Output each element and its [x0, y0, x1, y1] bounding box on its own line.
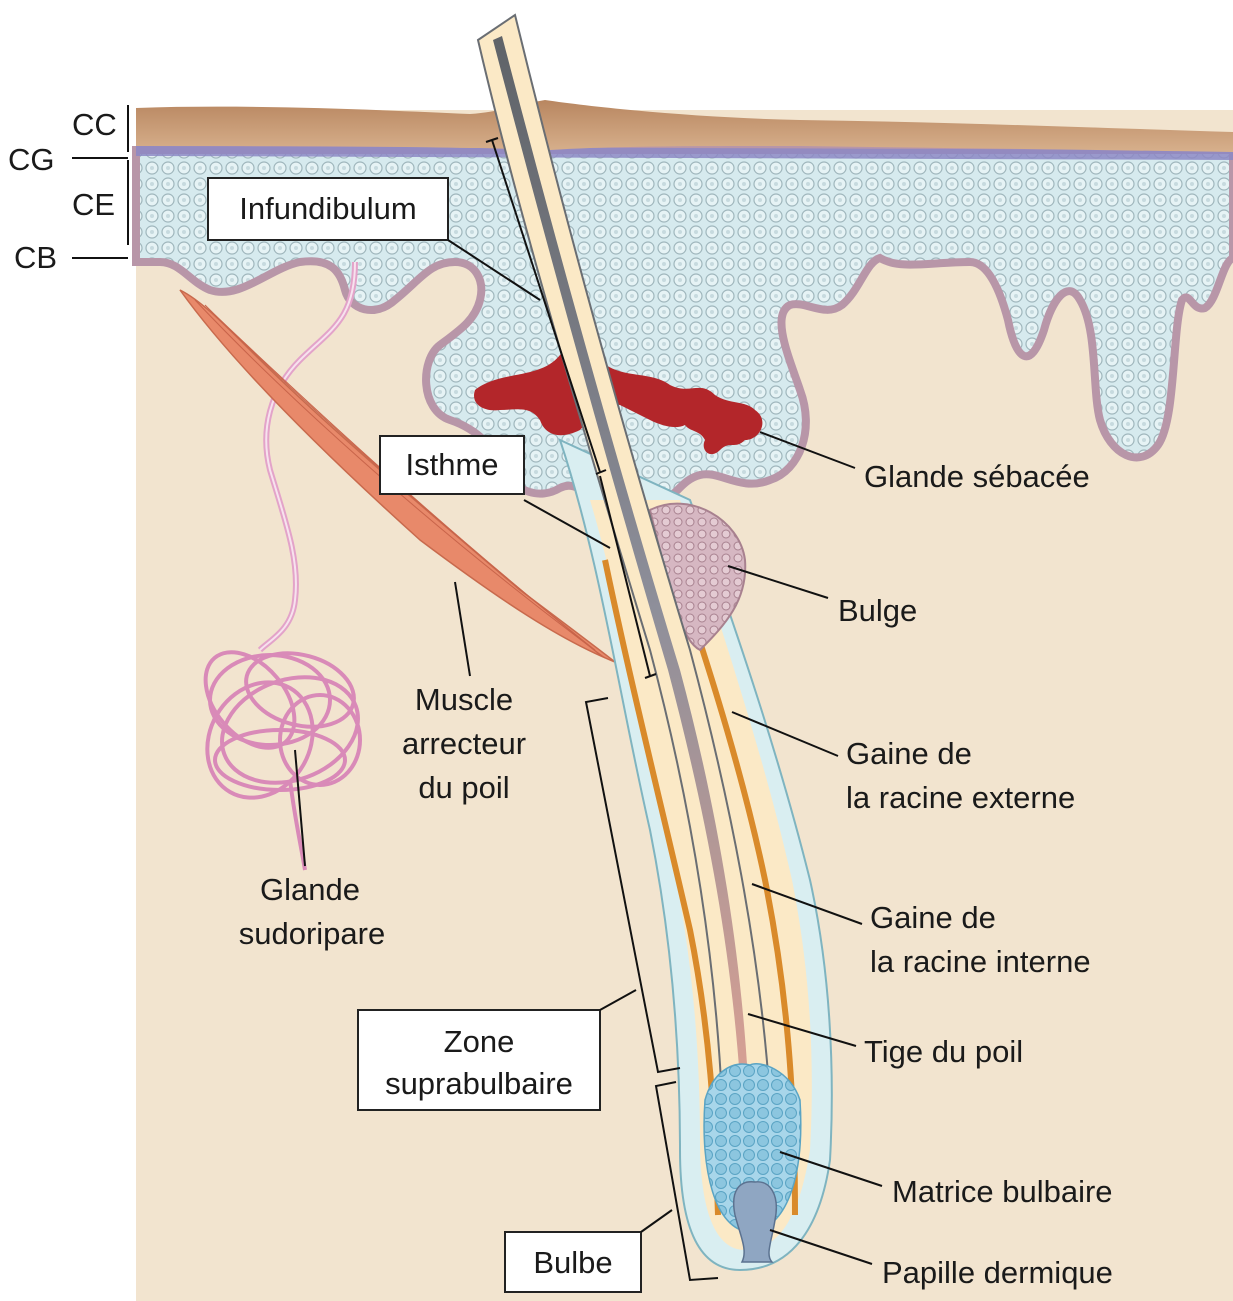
label-gaine-externe-2: la racine externe: [846, 780, 1075, 815]
layer-cb: CB: [14, 240, 57, 275]
label-sudoripare-2: sudoripare: [239, 916, 385, 951]
label-isthme: Isthme: [405, 447, 498, 482]
bulbe-label-box: Bulbe: [505, 1232, 641, 1292]
label-zone-line2: suprabulbaire: [385, 1066, 573, 1101]
infundibulum-label-box: Infundibulum: [208, 178, 448, 240]
label-matrice: Matrice bulbaire: [892, 1174, 1113, 1209]
label-muscle-1: Muscle: [415, 682, 513, 717]
label-muscle-3: du poil: [418, 770, 509, 805]
label-muscle-2: arrecteur: [402, 726, 526, 761]
label-infundibulum: Infundibulum: [239, 191, 417, 226]
label-gaine-interne-1: Gaine de: [870, 900, 996, 935]
layer-cg: CG: [8, 142, 55, 177]
label-tige: Tige du poil: [864, 1034, 1023, 1069]
label-bulbe: Bulbe: [533, 1245, 612, 1280]
label-glande-sebacee: Glande sébacée: [864, 459, 1090, 494]
label-zone-line1: Zone: [444, 1024, 515, 1059]
layer-cc: CC: [72, 107, 117, 142]
label-gaine-externe-1: Gaine de: [846, 736, 972, 771]
layer-ce: CE: [72, 187, 115, 222]
zone-label-box: Zone suprabulbaire: [358, 1010, 600, 1110]
label-gaine-interne-2: la racine interne: [870, 944, 1091, 979]
label-sudoripare-1: Glande: [260, 872, 360, 907]
label-papille: Papille dermique: [882, 1255, 1113, 1290]
isthme-label-box: Isthme: [380, 436, 524, 494]
label-bulge: Bulge: [838, 593, 917, 628]
